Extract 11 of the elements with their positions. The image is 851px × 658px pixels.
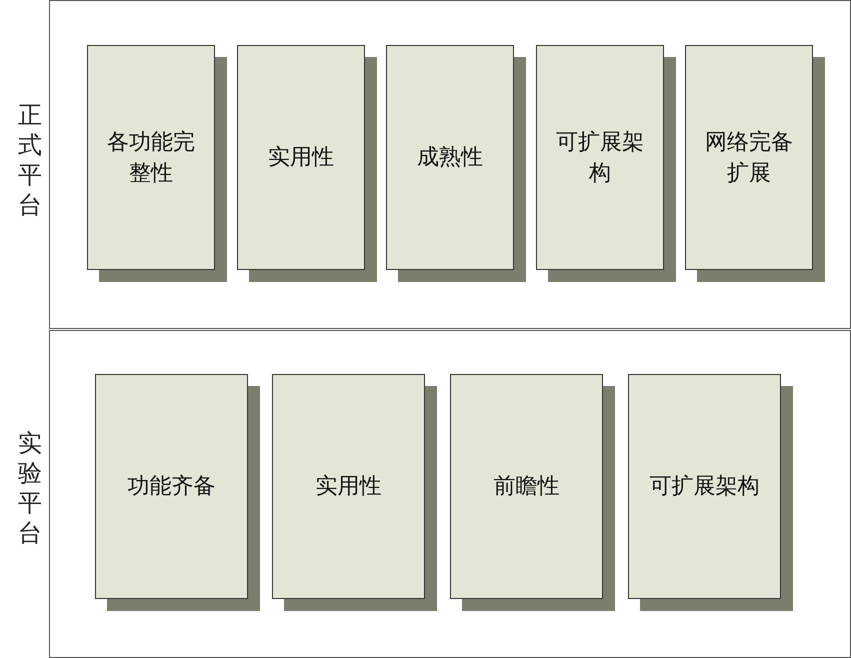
block-label: 功能齐备	[126, 472, 216, 500]
block-label: 前瞻性	[492, 472, 560, 500]
block-label: 成熟性	[416, 143, 484, 172]
block-label: 实用性	[267, 143, 335, 172]
block-label: 可扩展架构	[648, 472, 760, 500]
block-label: 可扩展架构	[555, 128, 645, 186]
block-label: 各功能完整性	[106, 128, 196, 186]
block-label: 网络完备扩展	[704, 128, 794, 186]
panel-heading: 正式平台	[17, 101, 43, 221]
panel-heading: 实验平台	[17, 429, 43, 549]
block-label: 实用性	[314, 472, 382, 500]
